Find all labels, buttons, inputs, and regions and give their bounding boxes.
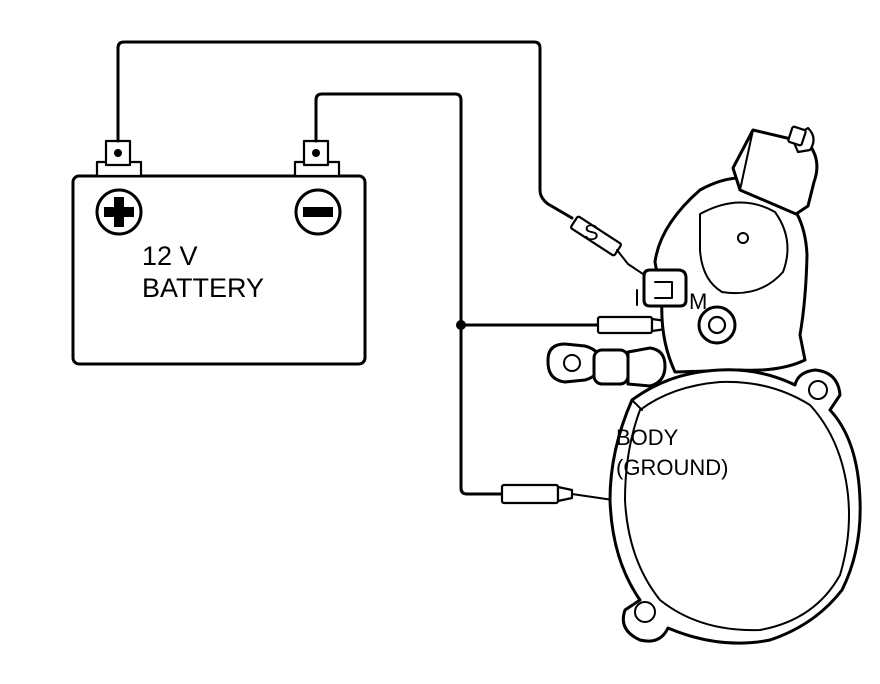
m-terminal — [697, 305, 737, 345]
solenoid-housing — [653, 176, 809, 374]
solenoid-end-cap — [699, 201, 789, 295]
wires — [116, 40, 600, 496]
battery-voltage-label: 12 V — [142, 241, 198, 271]
wire-negative-to-body — [314, 92, 504, 496]
mounting-hole-bottom — [634, 601, 656, 623]
starter-motor: S M BODY (GROUND) — [546, 125, 862, 645]
plus-icon — [95, 188, 143, 236]
wire-junction-dot — [456, 320, 466, 330]
negative-post-bolt — [312, 149, 320, 157]
mounting-hole-top — [808, 380, 828, 400]
motor-housing — [608, 368, 862, 645]
solenoid-center-bolt — [737, 232, 749, 244]
body-label-line1: BODY — [616, 425, 679, 450]
solenoid-top-cap — [731, 125, 819, 216]
battery-case — [71, 174, 367, 366]
body-label-line2: (GROUND) — [616, 455, 728, 480]
negative-post — [293, 139, 341, 178]
housing-seam — [631, 399, 643, 411]
motor-housing-face — [624, 380, 850, 632]
s-terminal-connector — [636, 268, 688, 308]
ring-lug-cable — [546, 342, 667, 388]
positive-post-bolt — [114, 149, 122, 157]
battery-name-label: BATTERY — [142, 273, 264, 303]
s-terminal-label: S — [584, 220, 599, 245]
positive-post — [95, 139, 143, 178]
probe-body-ground — [500, 483, 614, 505]
minus-icon — [294, 188, 342, 236]
m-terminal-label: M — [689, 289, 707, 314]
wire-positive-to-s-terminal — [116, 40, 574, 220]
battery: 12 V BATTERY — [71, 139, 367, 366]
